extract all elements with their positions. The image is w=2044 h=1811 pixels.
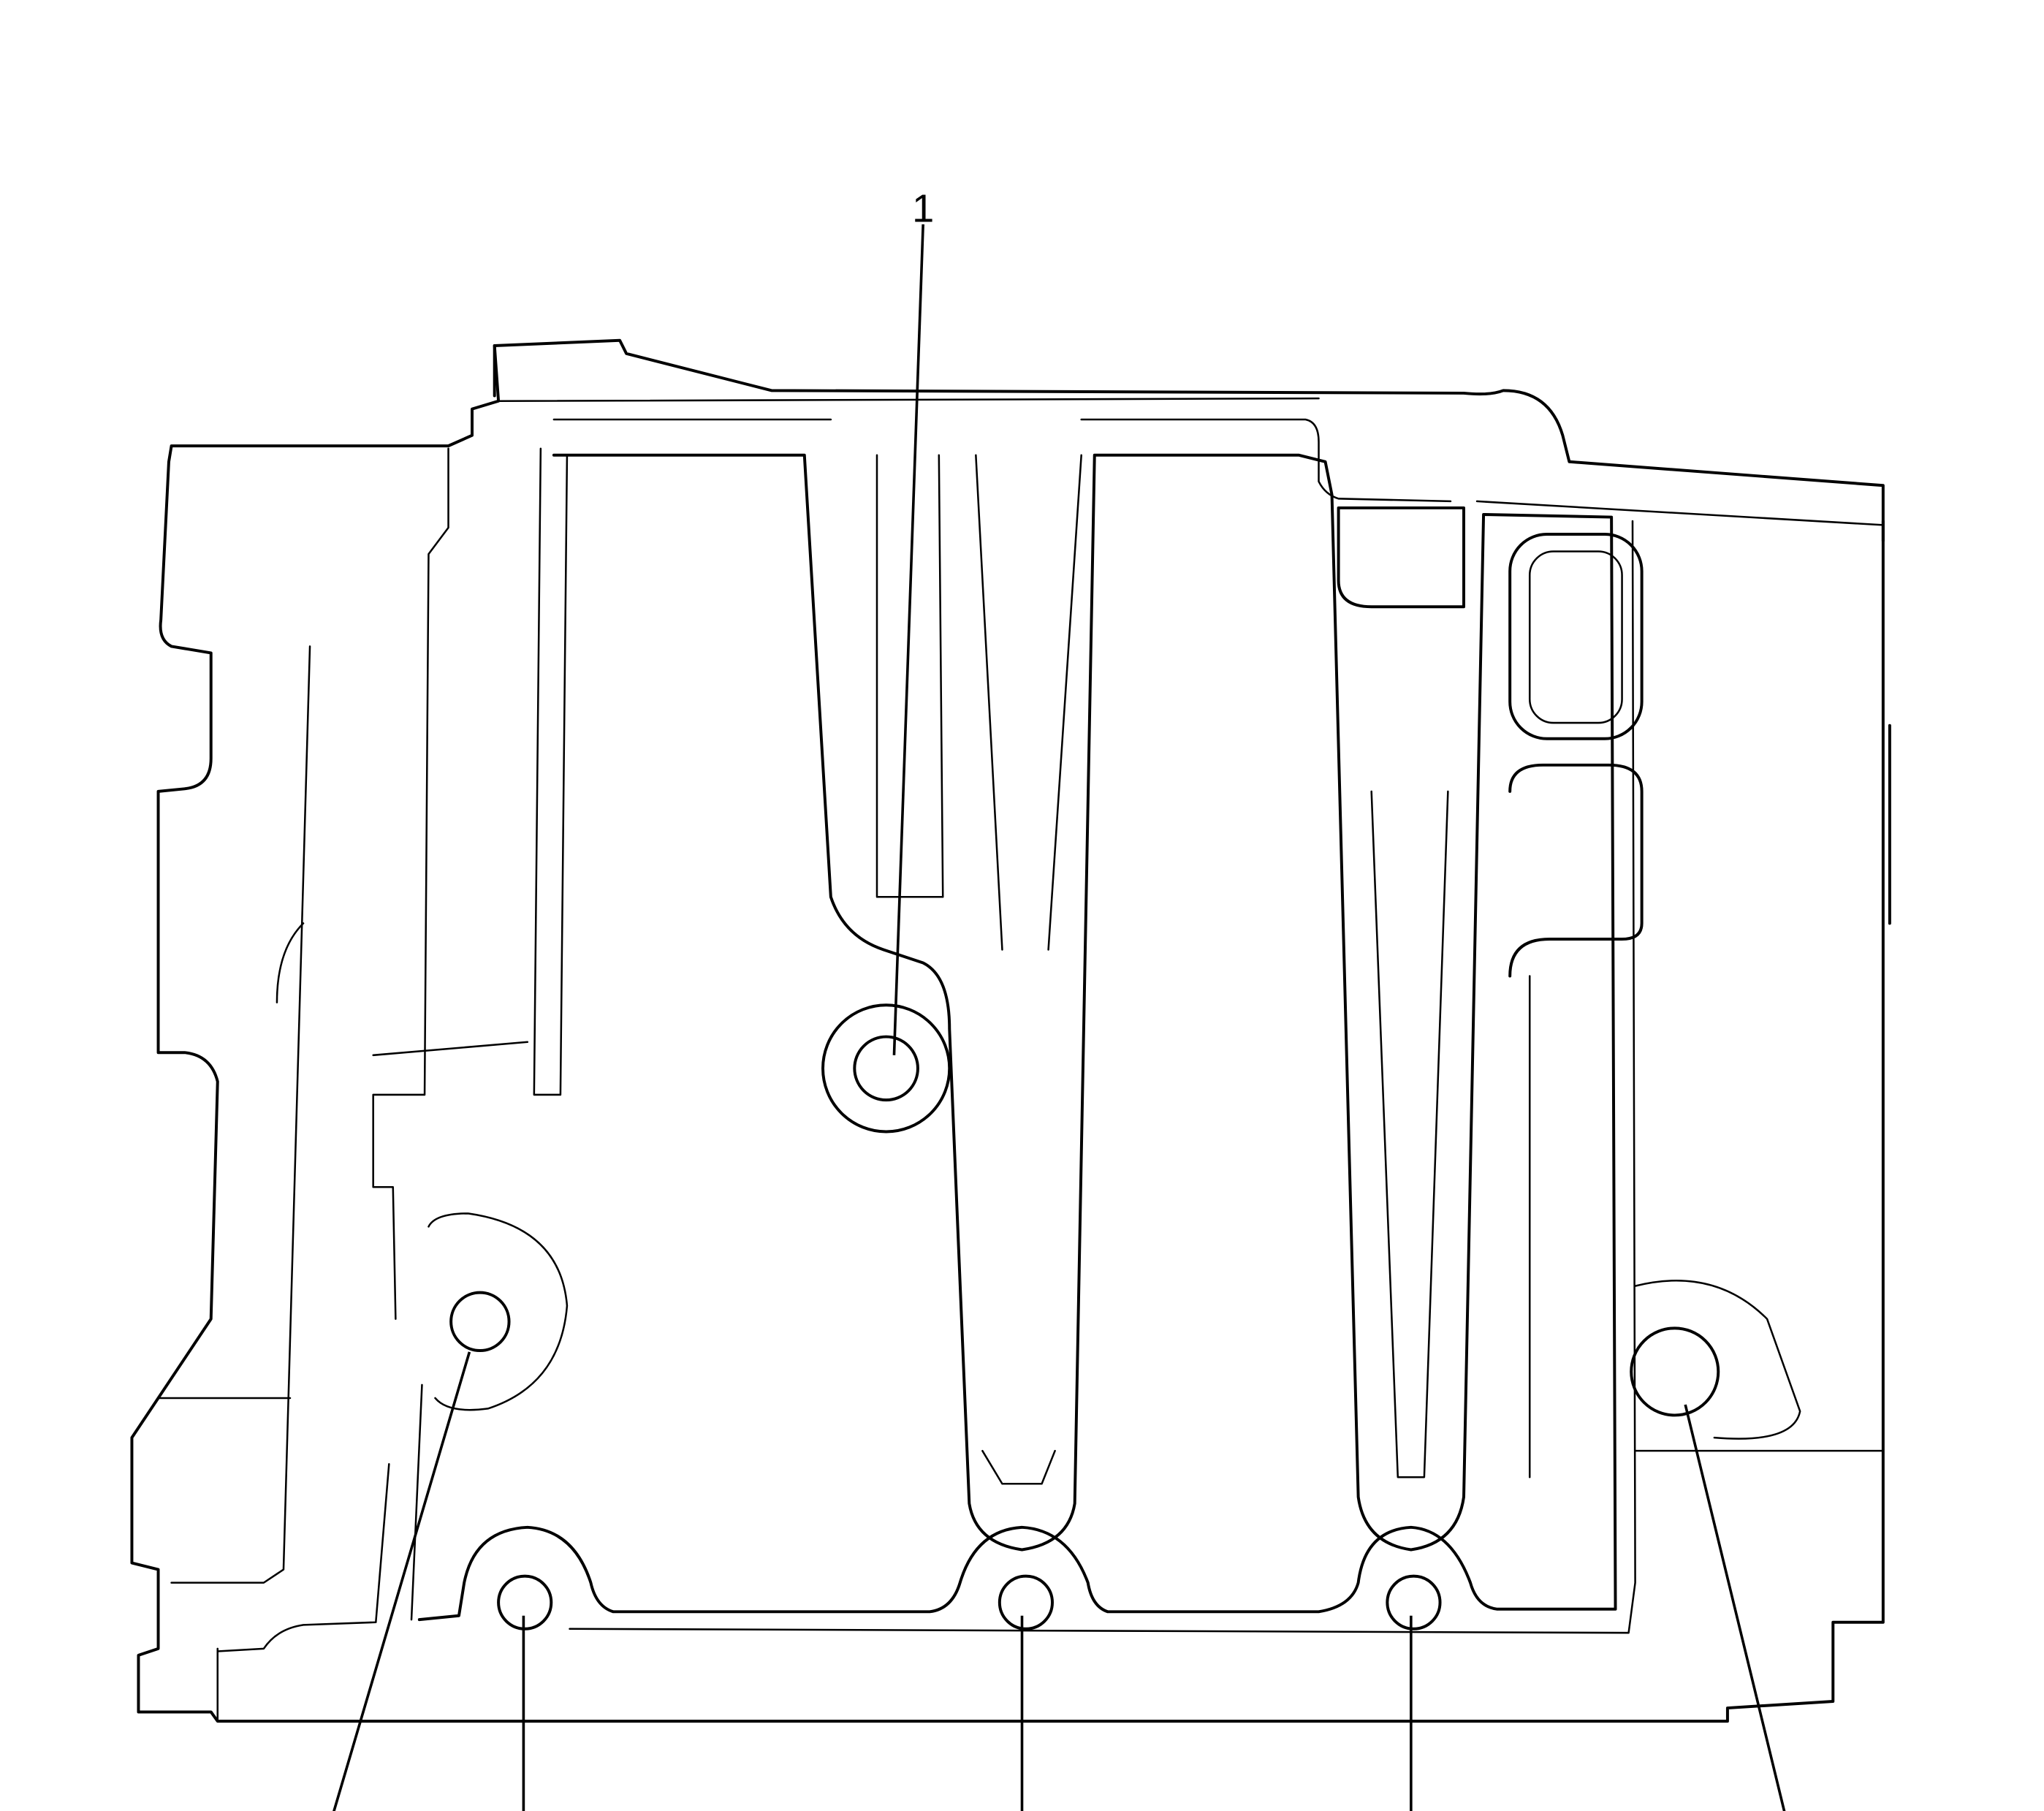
leader-right-2 (1684, 1404, 1786, 1811)
bolt-hole-right-2 (1630, 1326, 1720, 1417)
gasket-flange (417, 453, 1636, 1634)
right-pockets (1337, 506, 1885, 1478)
bolt-hole-top-1 (853, 1035, 919, 1102)
callout-labels: 1 2 1 3 1 2 (912, 186, 934, 230)
bolt-holes (449, 1003, 1720, 1630)
callout-top-1: 1 (912, 186, 934, 230)
bolt-hole-bottom-1a (497, 1574, 553, 1630)
housing-outline (130, 338, 1891, 1723)
bolt-hole-left-2 (449, 1291, 511, 1353)
center-ribs (875, 454, 1449, 1485)
bolt-hole-bottom-1b (1386, 1574, 1442, 1630)
leader-top-1 (892, 224, 924, 1055)
left-side-detail (157, 447, 569, 1723)
leader-lines (333, 224, 1786, 1811)
bolt-hole-bottom-3 (998, 1574, 1054, 1630)
leader-left-2 (333, 1351, 471, 1811)
